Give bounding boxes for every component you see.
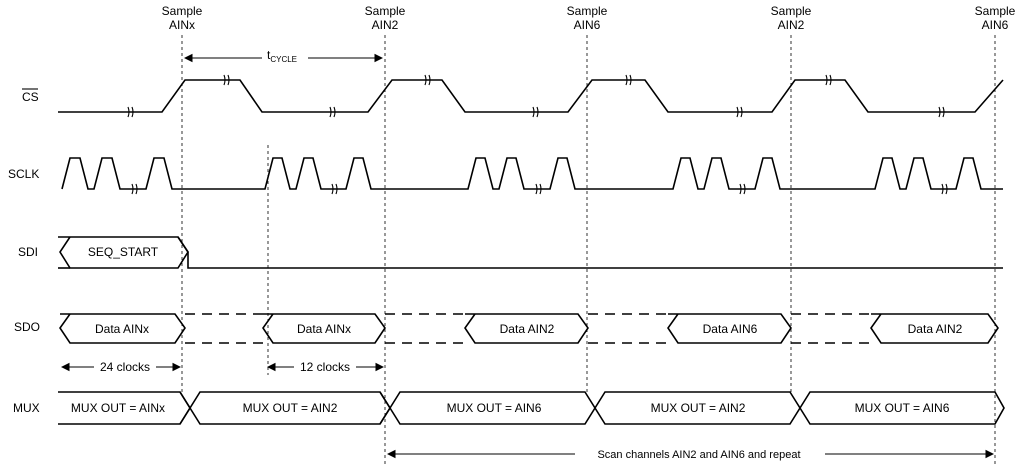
clock-24-label: 24 clocks (100, 360, 150, 374)
tcycle-label: tCYCLE (267, 48, 297, 64)
sample-guides (181, 35, 996, 465)
signal-name-cs: CS (22, 90, 39, 104)
sdo-label-4: Data AIN6 (703, 322, 758, 336)
mux-label-5: MUX OUT = AIN6 (855, 401, 950, 415)
sample-label-2-line1: Sample (365, 4, 406, 18)
sdo-gap-3 (588, 313, 668, 344)
sample-label-4-line1: Sample (771, 4, 812, 18)
sdo-frame-2 (262, 313, 386, 344)
sample-label-2-line2: AIN2 (372, 18, 399, 32)
sample-label-1-line1: Sample (162, 4, 203, 18)
sdo-frame-4 (667, 313, 792, 344)
tcycle-dimension: tCYCLE (183, 48, 384, 64)
sdo-label-5: Data AIN2 (908, 322, 963, 336)
clock-12-label: 12 clocks (300, 360, 350, 374)
sdo-label-2: Data AINx (297, 322, 351, 336)
sample-label-1-line2: AINx (169, 18, 195, 32)
sclk-break-marks (131, 183, 948, 195)
scan-note: Scan channels AIN2 and AIN6 and repeat (597, 449, 800, 461)
sdo-frame-3 (464, 313, 589, 344)
cs-break-marks (127, 74, 945, 118)
sdo-gap-4 (791, 313, 871, 344)
cs-waveform (58, 74, 1004, 118)
sample-labels: Sample AINx Sample AIN2 Sample AIN6 Samp… (162, 4, 1016, 32)
sample-label-5-line2: AIN6 (982, 18, 1009, 32)
mux-label-1: MUX OUT = AINx (71, 401, 165, 415)
mux-waveform: MUX OUT = AINx MUX OUT = AIN2 MUX OUT = … (58, 391, 1005, 425)
sclk-waveform (61, 157, 1003, 195)
sdi-frame-label: SEQ_START (88, 245, 159, 259)
signal-name-sdo: SDO (14, 320, 40, 334)
signal-name-sdi: SDI (18, 245, 38, 259)
sdo-label-3: Data AIN2 (500, 322, 555, 336)
mux-label-4: MUX OUT = AIN2 (651, 401, 746, 415)
sample-label-5-line1: Sample (975, 4, 1016, 18)
sdo-frame-1 (59, 313, 186, 344)
mux-label-2: MUX OUT = AIN2 (243, 401, 338, 415)
mux-label-3: MUX OUT = AIN6 (447, 401, 542, 415)
sclk-trace (61, 157, 1003, 190)
signal-name-sclk: SCLK (8, 167, 39, 181)
clock-count-dimensions: 24 clocks 12 clocks (60, 358, 385, 374)
mux-frame-5 (799, 391, 1005, 425)
sdo-gap-1 (185, 313, 263, 344)
sdo-waveform: Data AINx Data AINx Data AIN2 Data AIN6 … (59, 313, 999, 344)
signal-name-mux: MUX (13, 401, 40, 415)
sample-label-3-line1: Sample (567, 4, 608, 18)
sdo-frame-5 (870, 313, 999, 344)
signal-names: CS SCLK SDI SDO MUX (8, 88, 40, 415)
tcycle-label-bg (262, 48, 308, 64)
sample-label-4-line2: AIN2 (778, 18, 805, 32)
cs-trace (58, 79, 1004, 113)
sample-label-3-line2: AIN6 (574, 18, 601, 32)
scan-dimension: Scan channels AIN2 and AIN6 and repeat (386, 446, 995, 462)
sdo-gap-2 (385, 313, 465, 344)
sdo-label-1: Data AINx (95, 322, 149, 336)
sdi-waveform: SEQ_START (58, 236, 1003, 269)
sdi-idle-line (177, 236, 1003, 269)
